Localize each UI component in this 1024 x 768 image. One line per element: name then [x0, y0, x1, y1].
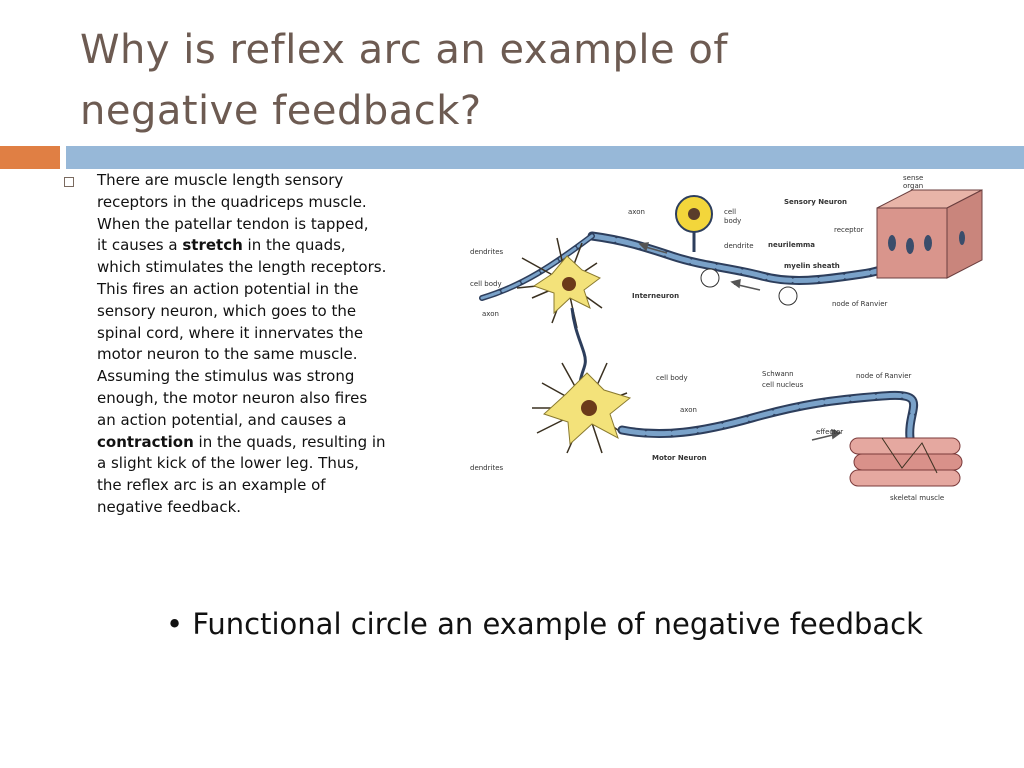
slide-title-line-2: negative feedback?	[80, 88, 482, 134]
label-node-ranvier-bottom: node of Ranvier	[856, 372, 911, 380]
label-axon-left: axon	[482, 310, 499, 318]
label-schwann-2: cell nucleus	[762, 381, 804, 389]
slide-title: Why is reflex arc an example of negative…	[80, 20, 980, 142]
body-line: This fires an action potential in the	[97, 279, 359, 298]
label-node-ranvier-top: node of Ranvier	[832, 300, 887, 308]
body-paragraph: There are muscle length sensory receptor…	[97, 170, 442, 519]
motor-neuron-body	[532, 362, 632, 454]
label-schwann: Schwann	[762, 370, 794, 378]
body-line: contraction in the quads, resulting in	[97, 432, 442, 454]
label-dendrites-left: dendrites	[470, 248, 504, 256]
body-text-fragment: in the quads,	[242, 236, 346, 255]
contraction-emphasis: contraction	[97, 432, 194, 451]
action-potential-icons	[700, 268, 798, 306]
reflex-arc-diagram: sense organ Sensory Neuron axon cell bod…	[470, 174, 983, 502]
label-cell-body-left: cell body	[470, 280, 502, 288]
skin-sense-organ	[876, 189, 983, 279]
motor-axon	[617, 390, 919, 443]
body-line: sensory neuron, which goes to the	[97, 301, 357, 320]
body-line: enough, the motor neuron also fires	[97, 388, 368, 407]
body-line: receptors in the quadriceps muscle.	[97, 192, 367, 211]
label-sense-organ: sense	[903, 174, 923, 182]
impulse-arrows	[638, 242, 842, 441]
label-motor-neuron: Motor Neuron	[652, 454, 707, 462]
caption-bullet: •	[166, 607, 184, 641]
label-axon-top: axon	[628, 208, 645, 216]
sensory-cell-body	[675, 195, 713, 252]
label-interneuron: Interneuron	[632, 292, 679, 300]
body-line: which stimulates the length receptors.	[97, 258, 387, 277]
caption-text: Functional circle an example of negative…	[192, 607, 923, 641]
body-line: the reflex arc is an example of	[97, 476, 326, 495]
stretch-emphasis: stretch	[182, 236, 243, 255]
accent-bar-blue	[66, 146, 1024, 169]
skeletal-muscle	[849, 437, 963, 487]
body-line: There are muscle length sensory	[97, 171, 344, 189]
body-line: spinal cord, where it innervates the	[97, 323, 364, 342]
label-sensory-neuron: Sensory Neuron	[784, 198, 847, 206]
label-skeletal-muscle: skeletal muscle	[890, 494, 944, 502]
hollow-square-bullet-icon	[64, 177, 74, 187]
caption: • Functional circle an example of negati…	[166, 603, 1006, 645]
label-cell-body-top: cell	[724, 208, 736, 216]
label-dendrites-bottom: dendrites	[470, 464, 504, 472]
body-line: an action potential, and causes a	[97, 410, 347, 429]
accent-bar-orange	[0, 146, 60, 169]
body-line: negative feedback.	[97, 497, 242, 516]
label-sense-organ-2: organ	[903, 182, 923, 190]
body-line: it causes a stretch in the quads,	[97, 235, 442, 257]
label-cell-body-top-2: body	[724, 217, 741, 225]
label-myelin-sheath: myelin sheath	[784, 262, 840, 270]
label-neurilemma: neurilemma	[768, 241, 815, 249]
body-line: When the patellar tendon is tapped,	[97, 214, 369, 233]
interneuron-body	[516, 237, 603, 384]
slide-title-line-1: Why is reflex arc an example of	[80, 27, 728, 73]
label-effector: effector	[816, 428, 843, 436]
label-cell-body-motor: cell body	[656, 374, 688, 382]
body-text-fragment: it causes a	[97, 236, 183, 255]
body-line: Assuming the stimulus was strong	[97, 367, 355, 386]
body-line: motor neuron to the same muscle.	[97, 345, 358, 364]
label-axon-motor: axon	[680, 406, 697, 414]
body-line: a slight kick of the lower leg. Thus,	[97, 454, 359, 473]
label-receptor: receptor	[834, 226, 864, 234]
label-dendrite: dendrite	[724, 242, 754, 250]
body-text-fragment: in the quads, resulting in	[193, 432, 386, 451]
